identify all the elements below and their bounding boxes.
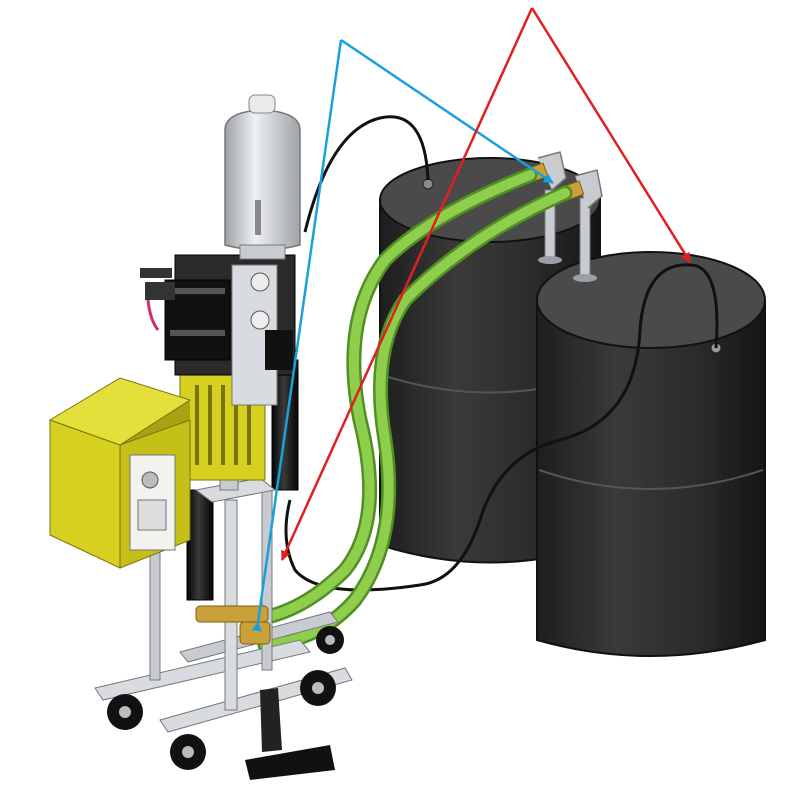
air-motor [140,254,296,406]
cart-frame [94,489,353,780]
front-drum [536,251,766,657]
caster-wheels [107,626,344,770]
green-hoses [242,167,573,653]
pressure-tank [224,94,301,260]
red-pointer [280,7,692,561]
control-box [48,377,192,569]
blue-pointer [251,38,554,632]
